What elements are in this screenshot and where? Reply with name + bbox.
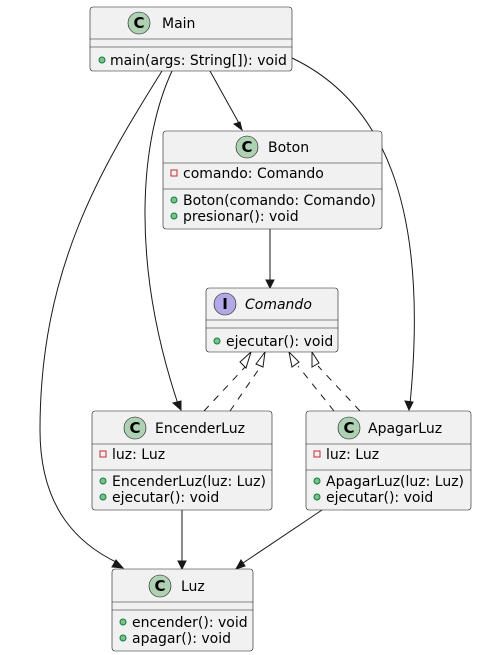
class-title: Luz: [181, 579, 205, 595]
public-marker-icon: [99, 477, 107, 485]
realization-encenderluz-1: [203, 365, 247, 412]
private-marker-icon: [99, 450, 107, 458]
class-member: main(args: String[]): void: [110, 53, 287, 69]
arrowhead-luz-from-main: [111, 559, 125, 569]
public-marker-icon: [313, 493, 321, 501]
class-member: Boton(comando: Comando): [183, 193, 376, 209]
class-member: ejecutar(): void: [326, 490, 433, 506]
class-badge-icon: [123, 416, 147, 440]
interface-title: Comando: [245, 297, 312, 313]
class-member: ApagarLuz(luz: Luz): [326, 474, 464, 490]
realization-apagarluz-2: [317, 365, 361, 412]
edge-main-to-boton: [209, 70, 241, 126]
class-member: apagar(): void: [132, 631, 231, 647]
class-badge-icon: [235, 135, 259, 159]
interface-member: ejecutar(): void: [226, 334, 333, 350]
class-member: ejecutar(): void: [112, 490, 219, 506]
class-luz[interactable]: C Luz encender(): void apagar(): void: [111, 568, 254, 652]
class-title: EncenderLuz: [155, 421, 245, 437]
interface-comando[interactable]: I Comando ejecutar(): void: [205, 287, 339, 353]
class-badge-letter: C: [129, 419, 140, 437]
public-marker-icon: [170, 196, 178, 204]
triangle-encenderluz-2: [255, 350, 266, 368]
class-badge-letter: C: [343, 419, 354, 437]
private-marker-icon: [170, 169, 178, 177]
class-member: presionar(): void: [183, 209, 299, 225]
class-badge-letter: C: [241, 138, 252, 156]
class-member: encender(): void: [132, 615, 248, 631]
class-title: Main: [162, 16, 195, 32]
arrowhead-comando: [265, 279, 275, 290]
class-member: comando: Comando: [183, 166, 324, 182]
class-main[interactable]: C Main main(args: String[]): void: [89, 6, 293, 72]
realization-apagarluz-1: [297, 365, 335, 412]
interface-badge-letter: I: [222, 295, 228, 313]
class-apagarluz[interactable]: C ApagarLuz luz: Luz ApagarLuz(luz: Luz)…: [305, 410, 472, 511]
public-marker-icon: [213, 337, 221, 345]
class-title: ApagarLuz: [368, 421, 442, 437]
class-title: Boton: [268, 140, 309, 156]
class-badge-icon: [148, 574, 172, 598]
arrowhead-luz-from-encenderluz: [177, 560, 187, 571]
class-member: luz: Luz: [112, 447, 165, 463]
arrowhead-encenderluz: [171, 400, 182, 412]
arrowhead-luz-from-apagarluz: [234, 559, 246, 570]
arrowhead-apagarluz: [404, 400, 414, 412]
class-badge-icon: [337, 416, 361, 440]
public-marker-icon: [99, 493, 107, 501]
triangle-encenderluz-1: [239, 350, 253, 369]
public-marker-icon: [119, 618, 127, 626]
triangle-apagarluz-1: [288, 350, 300, 368]
public-marker-icon: [98, 56, 106, 64]
class-member: luz: Luz: [326, 447, 379, 463]
class-boton[interactable]: C Boton comando: Comando Boton(comando: …: [162, 130, 383, 230]
edge-apagarluz-to-luz: [239, 509, 323, 566]
private-marker-icon: [313, 450, 321, 458]
class-encenderluz[interactable]: C EncenderLuz luz: Luz EncenderLuz(luz: …: [91, 410, 273, 511]
edge-main-to-encenderluz: [144, 70, 179, 405]
edges: [39, 57, 415, 571]
edge-main-to-apagarluz: [291, 57, 415, 405]
edge-main-to-luz: [39, 70, 163, 564]
public-marker-icon: [170, 212, 178, 220]
class-badge-letter: C: [154, 577, 165, 595]
class-badge-letter: C: [133, 14, 144, 32]
class-badge-icon: [127, 11, 151, 35]
public-marker-icon: [313, 477, 321, 485]
interface-badge-icon: [213, 292, 237, 316]
realization-encenderluz-2: [229, 365, 262, 412]
public-marker-icon: [119, 634, 127, 642]
arrowhead-boton: [232, 121, 243, 132]
class-member: EncenderLuz(luz: Luz): [112, 474, 266, 490]
triangle-apagarluz-2: [311, 350, 320, 368]
